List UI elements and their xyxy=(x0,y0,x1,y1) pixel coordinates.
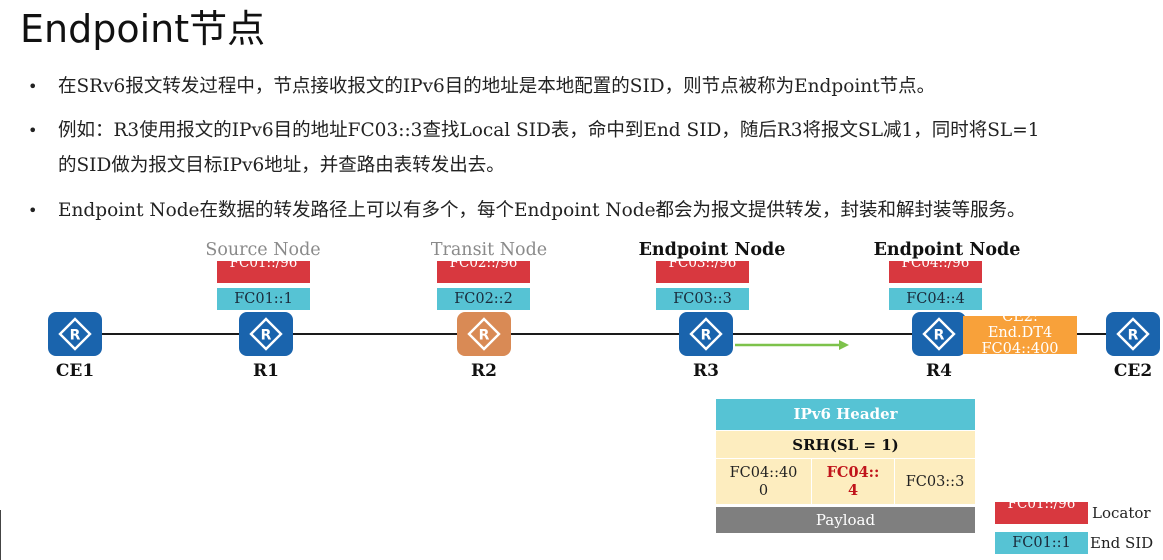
router-icon: R xyxy=(922,317,956,351)
locator-r2: FC02::/96 xyxy=(437,261,530,283)
end-dt4-sid-box: CE2: End.DT4 FC04::400 xyxy=(963,316,1077,354)
packet-ipv6-header: IPv6 Header xyxy=(716,399,975,430)
router-label-r2: R2 xyxy=(471,361,497,381)
legend-locator-label: Locator xyxy=(1092,504,1151,522)
locator-r3: FC03::/96 xyxy=(656,261,749,283)
segment-text: 4 xyxy=(847,481,859,499)
router-icon: R xyxy=(467,317,501,351)
role-label-r4: Endpoint Node xyxy=(873,240,1021,260)
svg-text:R: R xyxy=(1128,328,1139,344)
packet-payload: Payload xyxy=(716,507,975,533)
segment-text: FC04:: xyxy=(826,463,880,481)
slide-edge-mark xyxy=(0,510,1,560)
segment-text: FC03::3 xyxy=(905,473,965,490)
topology-link xyxy=(100,333,1110,335)
page-title: Endpoint节点 xyxy=(20,7,266,51)
end-dt4-line-1: CE2: xyxy=(1002,316,1038,325)
role-label-r2: Transit Node xyxy=(430,240,548,260)
locator-text: FC04::/96 xyxy=(901,261,970,271)
segment-list-entry-2: FC03::3 xyxy=(894,458,975,504)
bullet-text: 在SRv6报文转发过程中，节点接收报文的IPv6目的地址是本地配置的SID，则节… xyxy=(58,76,936,97)
router-icon: R xyxy=(689,317,723,351)
router-label-r1: R1 xyxy=(253,361,279,381)
bullet-text: Endpoint Node在数据的转发路径上可以有多个，每个Endpoint N… xyxy=(58,200,1026,221)
bullet-text: 例如：R3使用报文的IPv6目的地址FC03::3查找Local SID表，命中… xyxy=(58,120,1040,141)
router-icon: R xyxy=(249,317,283,351)
bullet-symbol: • xyxy=(28,77,38,96)
role-label-r1: Source Node xyxy=(205,240,321,260)
bullet-symbol: • xyxy=(28,121,38,140)
svg-text:R: R xyxy=(934,328,945,344)
router-ce2[interactable]: R xyxy=(1106,312,1160,356)
router-r2[interactable]: R xyxy=(457,312,511,356)
locator-r1: FC01::/96 xyxy=(217,261,310,283)
end-dt4-line-2: End.DT4 xyxy=(987,325,1053,341)
locator-text: FC01::/96 xyxy=(1007,502,1076,512)
router-icon: R xyxy=(58,317,92,351)
bullet-symbol: • xyxy=(28,201,38,220)
segment-text: 0 xyxy=(758,482,769,499)
svg-text:R: R xyxy=(479,328,490,344)
end-sid-r3: FC03::3 xyxy=(656,288,749,310)
end-sid-r1: FC01::1 xyxy=(217,288,310,310)
router-ce1[interactable]: R xyxy=(48,312,102,356)
svg-text:R: R xyxy=(70,328,81,344)
locator-text: FC03::/96 xyxy=(668,261,737,271)
router-label-ce1: CE1 xyxy=(55,361,95,381)
locator-r4: FC04::/96 xyxy=(889,261,982,283)
svg-text:R: R xyxy=(701,328,712,344)
router-r3[interactable]: R xyxy=(679,312,733,356)
legend-sid-swatch: FC01::1 xyxy=(995,532,1088,554)
segment-list-entry-1-active: FC04::4 xyxy=(811,458,894,504)
end-sid-r4: FC04::4 xyxy=(889,288,982,310)
locator-text: FC01::/96 xyxy=(229,261,298,271)
end-dt4-line-3: FC04::400 xyxy=(981,341,1059,354)
role-label-r3: Endpoint Node xyxy=(638,240,786,260)
bullet-text-continued: 的SID做为报文目标IPv6地址，并查路由表转发出去。 xyxy=(58,155,505,176)
packet-srh: SRH(SL = 1) xyxy=(716,430,975,458)
svg-text:R: R xyxy=(261,328,272,344)
router-label-ce2: CE2 xyxy=(1113,361,1153,381)
legend-sid-label: End SID xyxy=(1090,534,1154,552)
router-r1[interactable]: R xyxy=(239,312,293,356)
end-sid-r2: FC02::2 xyxy=(437,288,530,310)
locator-text: FC02::/96 xyxy=(449,261,518,271)
arrow-right-icon xyxy=(735,340,849,350)
router-r4[interactable]: R xyxy=(912,312,966,356)
router-label-r4: R4 xyxy=(926,361,952,381)
router-icon: R xyxy=(1116,317,1150,351)
segment-text: FC04::40 xyxy=(729,464,798,481)
router-label-r3: R3 xyxy=(693,361,719,381)
legend-locator-swatch: FC01::/96 xyxy=(995,502,1088,524)
